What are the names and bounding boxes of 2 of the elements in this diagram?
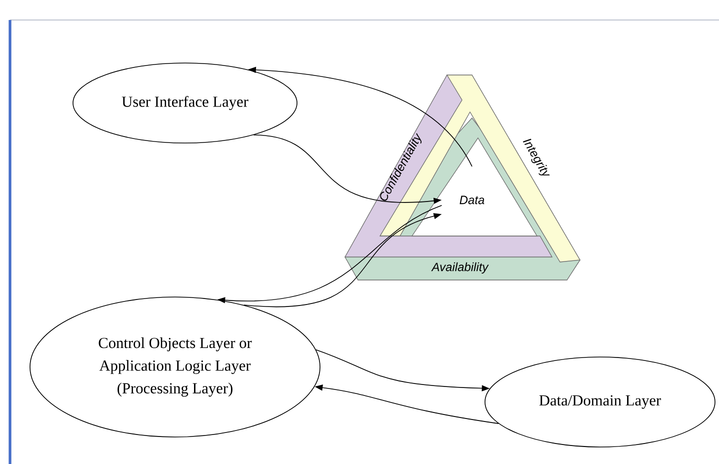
data-label: Data <box>460 196 484 204</box>
side-label: Availability <box>431 262 489 274</box>
